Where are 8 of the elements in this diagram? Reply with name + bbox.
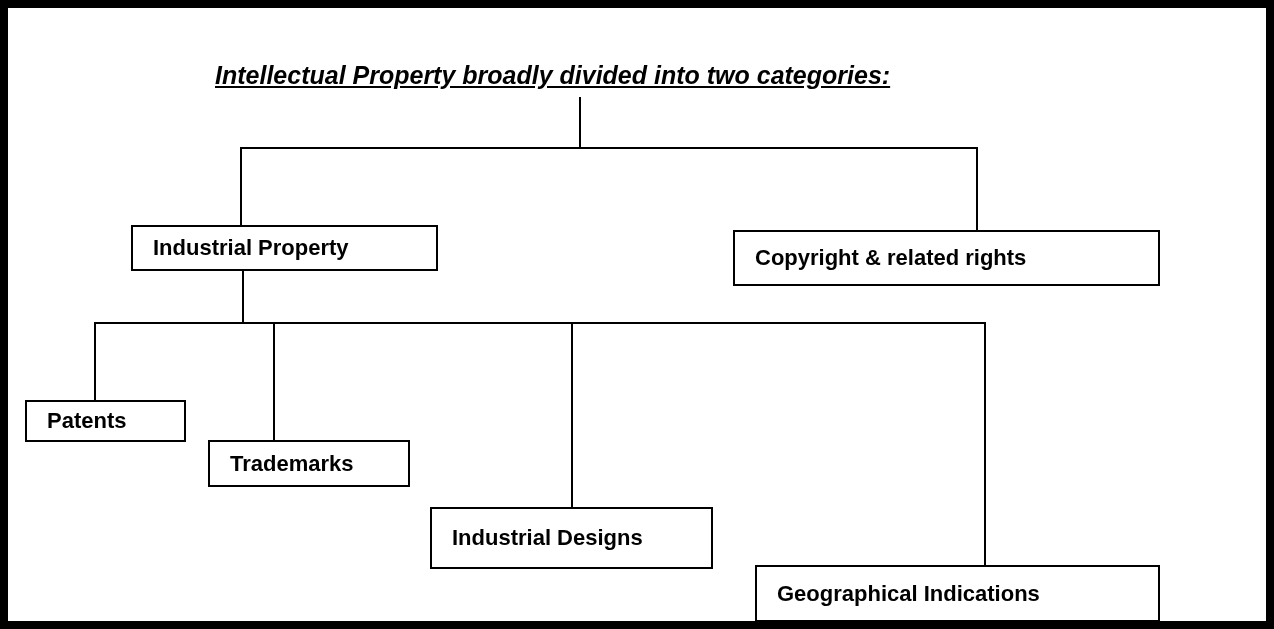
category-box: Industrial Property <box>131 225 438 271</box>
diagram-title: Intellectual Property broadly divided into two categories: <box>215 55 891 95</box>
category-box: Trademarks <box>208 440 410 487</box>
category-box: Patents <box>25 400 186 442</box>
category-box: Copyright & related rights <box>733 230 1160 286</box>
category-box: Geographical Indications <box>755 565 1160 622</box>
connector-line <box>579 96 978 231</box>
category-box: Industrial Designs <box>430 507 713 569</box>
